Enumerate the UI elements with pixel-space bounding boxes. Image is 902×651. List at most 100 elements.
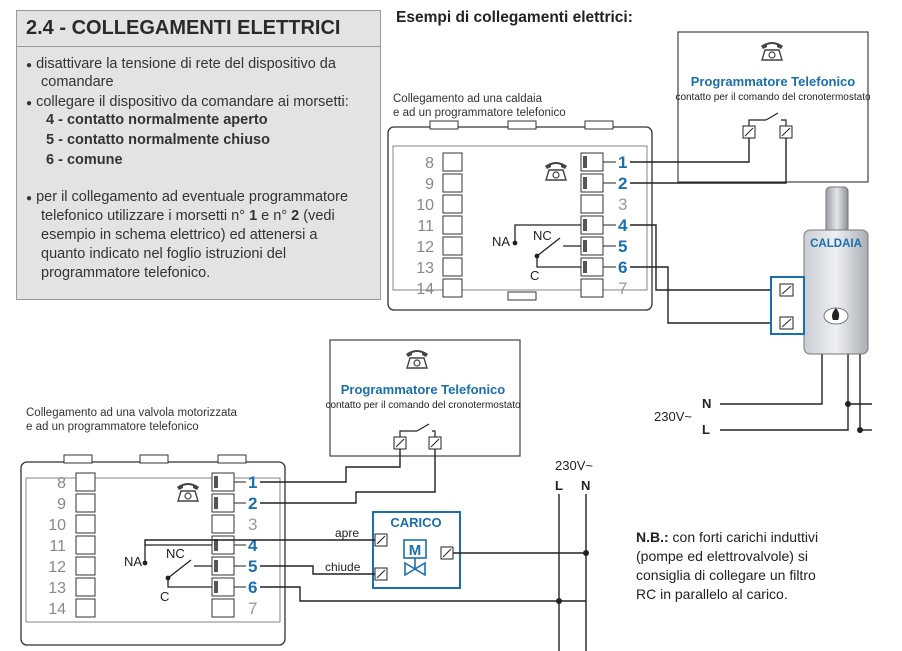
boiler: CALDAIA bbox=[803, 186, 869, 355]
text-fragment: e n° bbox=[257, 208, 292, 224]
device-1-clip bbox=[507, 291, 537, 301]
terminal-1: 1 bbox=[618, 153, 627, 172]
bullet-3-line1: per il collegamento ad eventuale program… bbox=[36, 189, 349, 205]
terminal-14: 14 bbox=[48, 601, 66, 618]
na-label: NA bbox=[492, 234, 510, 249]
bullet-3-line4: quanto indicato nel foglio istruzioni de… bbox=[41, 246, 287, 262]
example1-n-label: N bbox=[702, 396, 711, 411]
c-point bbox=[165, 575, 171, 581]
na-point bbox=[512, 240, 518, 246]
bullet-2: ● collegare il dispositivo da comandare … bbox=[26, 93, 349, 113]
telephone-icon bbox=[177, 483, 199, 502]
note-line4: RC in parallelo al carico. bbox=[636, 586, 788, 602]
c-point bbox=[534, 253, 540, 259]
terminal-11: 11 bbox=[417, 218, 434, 235]
programmer-1-title: Programmatore Telefonico bbox=[691, 74, 856, 89]
device-1-clip bbox=[429, 120, 459, 130]
terminal-2: 2 bbox=[248, 494, 257, 513]
bullet-1: ● disattivare la tensione di rete del di… bbox=[26, 55, 336, 75]
terminal-10: 10 bbox=[48, 517, 66, 534]
telephone-icon bbox=[545, 162, 567, 181]
nc-label: NC bbox=[533, 228, 552, 243]
example1-caption-line1: Collegamento ad una caldaia bbox=[393, 93, 542, 105]
terminal-6: 6 bbox=[248, 578, 257, 597]
terminal-13: 13 bbox=[48, 580, 66, 597]
junction-dot bbox=[845, 401, 851, 407]
terminal-1: 1 bbox=[248, 473, 257, 492]
terminal-8: 8 bbox=[57, 475, 66, 492]
programmer-2-subtitle: contatto per il comando del cronotermost… bbox=[325, 400, 521, 411]
boiler-label: CALDAIA bbox=[810, 238, 862, 250]
junction-dot bbox=[583, 550, 589, 556]
telephone-icon bbox=[761, 42, 783, 61]
terminal-9: 9 bbox=[425, 176, 434, 193]
bullet-dot: ● bbox=[26, 60, 33, 71]
c-label: C bbox=[160, 589, 169, 604]
example1-caption-line2: e ad un programmatore telefonico bbox=[393, 107, 566, 119]
terminal-9: 9 bbox=[57, 496, 66, 513]
text-fragment: telefonico utilizzare i morsetti n° bbox=[41, 208, 250, 224]
device-1-right-terminals bbox=[580, 152, 604, 298]
bullet-1-line2: comandare bbox=[41, 74, 114, 90]
bullet-3-line3: esempio in schema elettrico) ed atteners… bbox=[41, 227, 318, 243]
device-1-inner bbox=[392, 145, 648, 291]
examples-title: Esempi di collegamenti elettrici: bbox=[396, 9, 633, 26]
c-label: C bbox=[530, 268, 539, 283]
chiude-label: chiude bbox=[325, 560, 361, 574]
note-line1: N.B.: con forti carichi induttivi bbox=[636, 528, 818, 547]
example2-caption-line2: e ad un programmatore telefonico bbox=[26, 421, 199, 433]
terminal-4: 4 bbox=[618, 216, 628, 235]
relay-contact bbox=[514, 224, 581, 268]
example1-voltage: 230V~ bbox=[654, 409, 692, 424]
apre-label: apre bbox=[335, 526, 359, 540]
terminal-5: 5 bbox=[248, 557, 257, 576]
terminal-6-desc: 6 - comune bbox=[46, 152, 123, 168]
example2-caption-line1: Collegamento ad una valvola motorizzata bbox=[26, 407, 237, 419]
bullet-1-line1: disattivare la tensione di rete del disp… bbox=[36, 56, 336, 72]
phone-programmer-2: Programmatore Telefonico contatto per il… bbox=[325, 339, 521, 457]
section-box bbox=[16, 10, 381, 300]
terminal-ref-2: 2 bbox=[291, 208, 300, 224]
device-2: 8 9 10 11 12 13 14 1 2 3 4 5 bbox=[20, 454, 286, 646]
bullet-3-line2: telefonico utilizzare i morsetti n° 1 e … bbox=[41, 207, 335, 226]
example1-wires bbox=[630, 138, 872, 431]
terminal-8: 8 bbox=[425, 155, 434, 172]
bullet-2-text: collegare il dispositivo da comandare ai… bbox=[36, 94, 349, 110]
telephone-icon bbox=[406, 350, 428, 369]
nc-label: NC bbox=[166, 546, 185, 561]
bullet-dot: ● bbox=[26, 98, 33, 109]
motor-letter: M bbox=[409, 542, 422, 559]
device-1-clip bbox=[507, 120, 537, 130]
text-fragment: (vedi bbox=[299, 208, 335, 224]
terminal-6: 6 bbox=[618, 258, 627, 277]
device-2-right-terminals bbox=[211, 472, 235, 618]
terminal-5-desc: 5 - contatto normalmente chiuso bbox=[46, 132, 270, 148]
junction-dot bbox=[857, 427, 863, 433]
programmer-2-title: Programmatore Telefonico bbox=[341, 382, 506, 397]
device-1-clip bbox=[584, 120, 614, 130]
note-label: N.B.: bbox=[636, 529, 669, 545]
terminal-12: 12 bbox=[48, 559, 66, 576]
terminal-3: 3 bbox=[618, 195, 627, 214]
example2-n-label: N bbox=[581, 478, 590, 493]
na-label: NA bbox=[124, 554, 142, 569]
device-2-left-terminals bbox=[75, 472, 96, 618]
terminal-12: 12 bbox=[416, 239, 434, 256]
bullet-3-line5: programmatore telefonico. bbox=[41, 265, 211, 281]
terminal-4: 4 bbox=[248, 536, 258, 555]
terminal-7: 7 bbox=[248, 599, 257, 618]
section-title: 2.4 - COLLEGAMENTI ELETTRICI bbox=[26, 17, 341, 39]
note-line2: (pompe ed elettrovalvole) si bbox=[636, 548, 808, 564]
terminal-13: 13 bbox=[416, 260, 434, 277]
programmer-1-subtitle: contatto per il comando del cronotermost… bbox=[675, 92, 871, 103]
terminal-11: 11 bbox=[49, 538, 66, 555]
junction-dot bbox=[556, 598, 562, 604]
load-label: CARICO bbox=[390, 515, 441, 530]
device-1-left-terminals bbox=[442, 152, 463, 298]
terminal-3: 3 bbox=[248, 515, 257, 534]
example1-l-label: L bbox=[702, 422, 710, 437]
example2-wires bbox=[144, 449, 587, 651]
terminal-2: 2 bbox=[618, 174, 627, 193]
terminal-10: 10 bbox=[416, 197, 434, 214]
